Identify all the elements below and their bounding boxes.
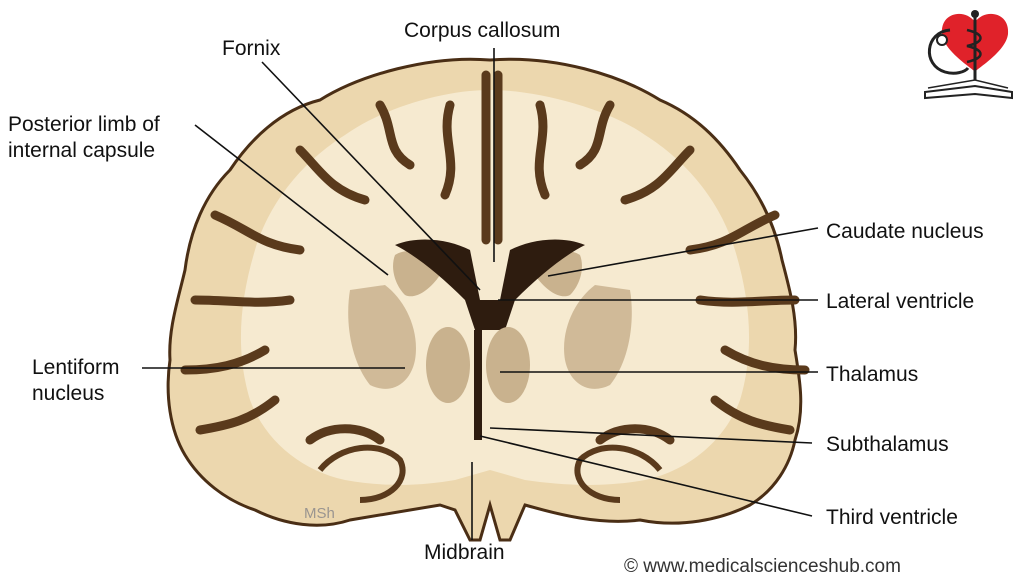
heart-stethoscope-book-icon bbox=[924, 10, 1013, 100]
lateral-ventricles-shape bbox=[395, 239, 585, 330]
sulci bbox=[180, 70, 810, 445]
msh-watermark: MSh bbox=[304, 505, 335, 522]
label-third-ventricle: Third ventricle bbox=[826, 506, 958, 529]
right-lentiform-shape bbox=[564, 285, 632, 389]
white-matter bbox=[240, 90, 750, 485]
label-posterior-limb: Posterior limb of internal capsule bbox=[8, 113, 160, 162]
label-subthalamus: Subthalamus bbox=[826, 433, 949, 456]
label-lentiform-nucleus: Lentiform nucleus bbox=[32, 356, 120, 405]
label-fornix: Fornix bbox=[222, 37, 281, 60]
label-caudate-nucleus: Caudate nucleus bbox=[826, 220, 984, 243]
left-thalamus-shape bbox=[426, 327, 470, 403]
copyright-text: © www.medicalscienceshub.com bbox=[624, 556, 901, 577]
label-midbrain: Midbrain bbox=[424, 541, 505, 564]
label-thalamus: Thalamus bbox=[826, 363, 919, 386]
left-lentiform-shape bbox=[348, 285, 416, 389]
right-thalamus-shape bbox=[486, 327, 530, 403]
third-ventricle-shape bbox=[474, 330, 482, 440]
label-corpus-callosum: Corpus callosum bbox=[404, 19, 561, 42]
leader-lines bbox=[142, 48, 819, 540]
label-lateral-ventricle: Lateral ventricle bbox=[826, 290, 975, 313]
